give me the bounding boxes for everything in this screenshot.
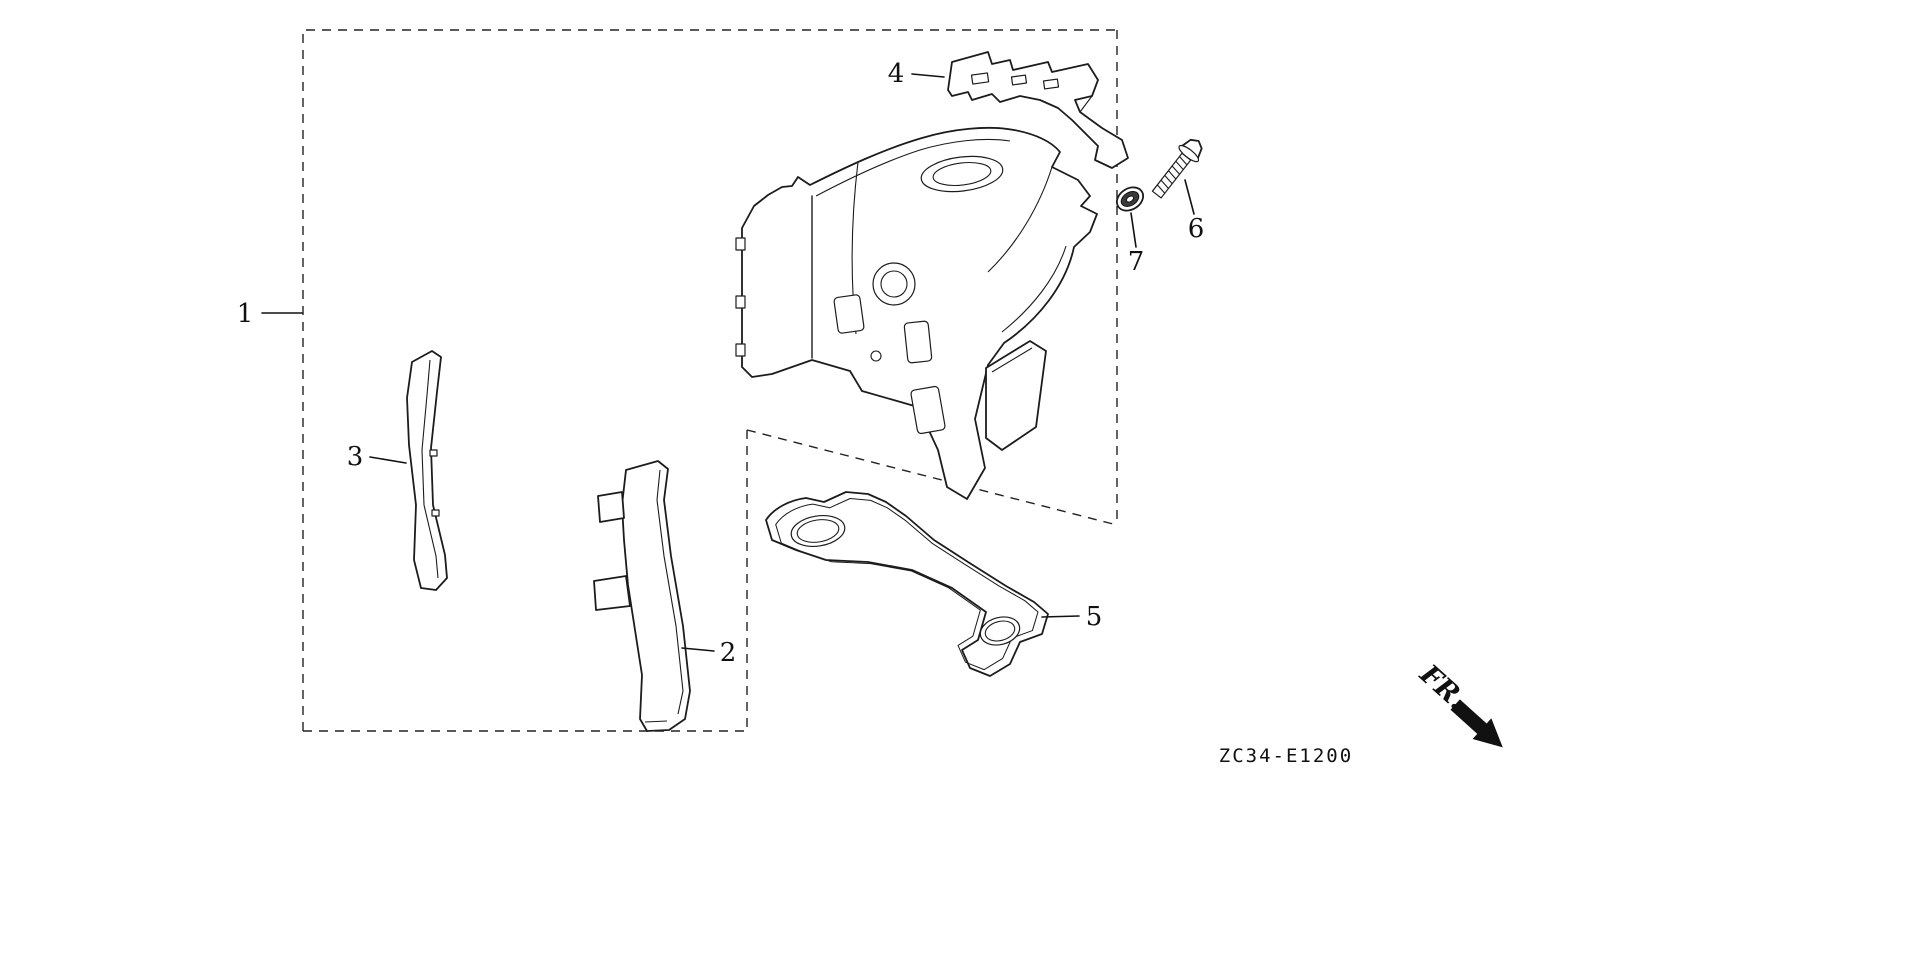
fr-arrow-icon — [1450, 699, 1503, 748]
drawing-part-5-plate — [765, 491, 1049, 677]
fr-direction-indicator: FR. — [1413, 658, 1503, 748]
drawing-part-6-bolt — [1151, 138, 1203, 199]
callout-2: 2 — [720, 638, 737, 668]
drawing-main-cover — [735, 126, 1098, 500]
drawing-part-2-duct — [593, 460, 691, 732]
callout-3: 3 — [347, 442, 364, 472]
drawing-part-4-bracket — [947, 51, 1129, 169]
assembly-boundary-dashed-box — [302, 29, 1118, 732]
callout-4: 4 — [888, 59, 905, 89]
diagram-code: ZC34-E1200 — [1219, 745, 1353, 767]
callout-1: 1 — [237, 299, 254, 329]
callout-6: 6 — [1188, 214, 1205, 244]
drawing-part-3-strip — [406, 350, 448, 591]
part-callouts: 1 2 3 4 5 6 7 — [237, 59, 1205, 668]
callout-5: 5 — [1086, 602, 1103, 632]
callout-7: 7 — [1128, 247, 1145, 277]
leader-lines — [261, 73, 1195, 652]
drawing-part-7-grommet — [1115, 186, 1145, 212]
